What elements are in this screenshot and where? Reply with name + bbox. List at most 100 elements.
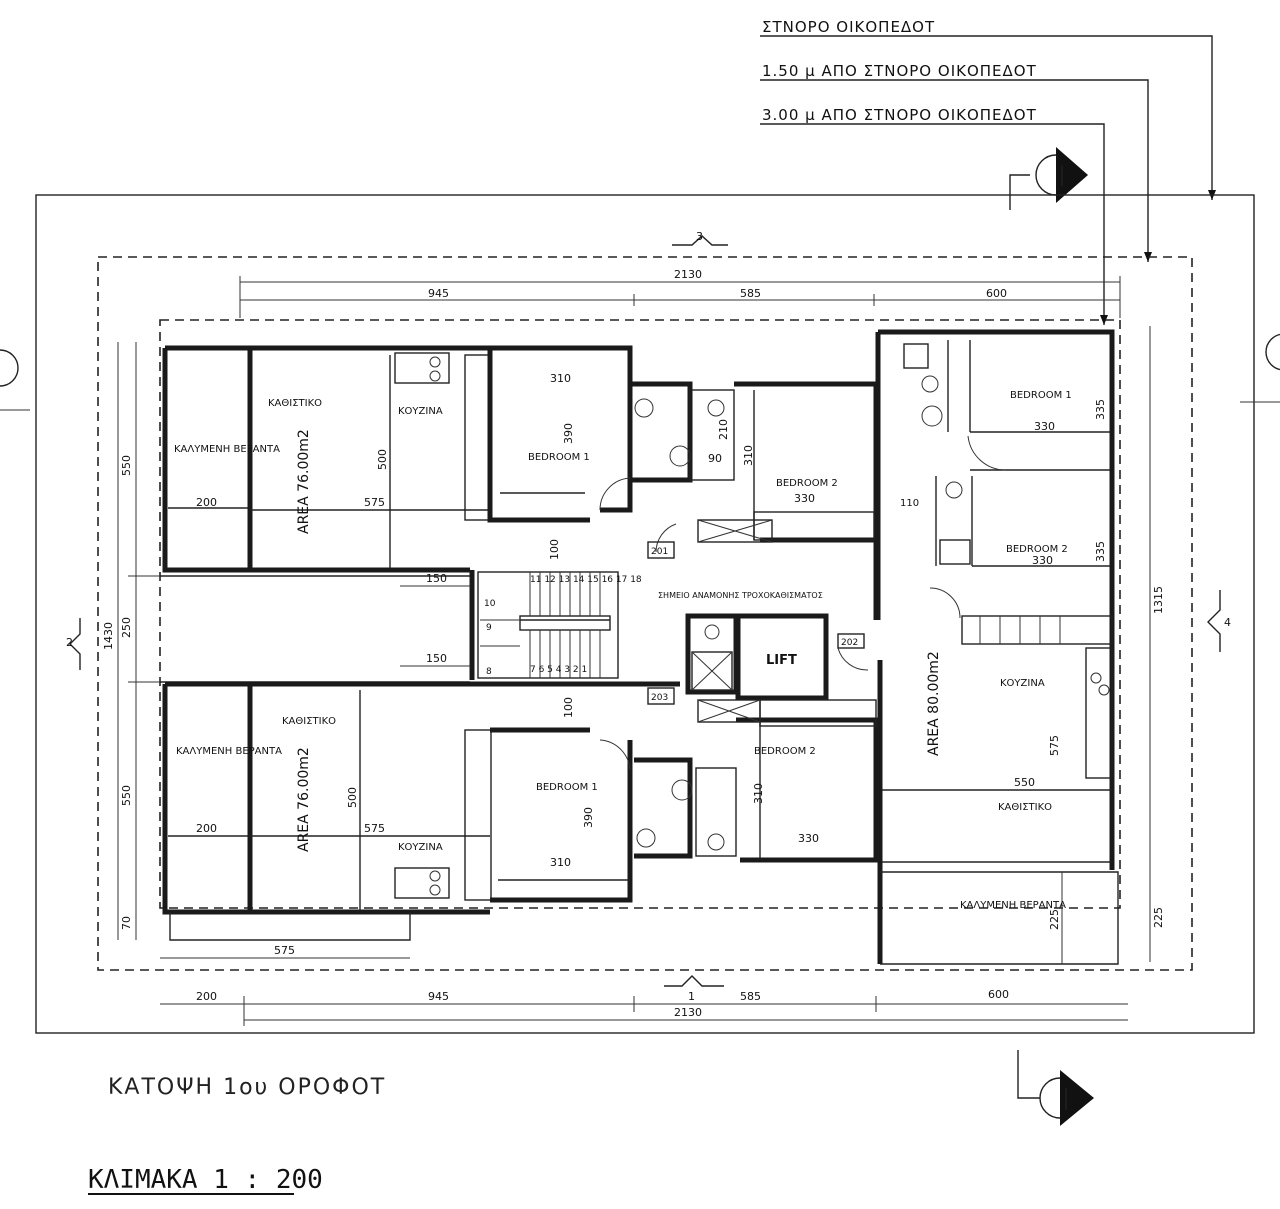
dimension-top: 2130 945 585 600 <box>239 268 1121 318</box>
svg-text:110: 110 <box>900 498 919 509</box>
wheelchair-area-label: ΣΗΜΕΙΟ ΑΝΑΜΟΝΗΣ ΤΡΟΧΟΚΑΘΙΣΜΑΤΟΣ <box>658 591 823 600</box>
drawing-title: ΚΑΤΟΨΗ 1ου ΟΡΟΦΟΤ <box>108 1075 386 1100</box>
svg-text:330: 330 <box>1034 420 1055 433</box>
setback-150 <box>97 256 1193 971</box>
core-stair-lift: 150 150 11 12 13 14 15 16 17 18 7 6 5 4 … <box>160 523 879 701</box>
apartment-bottom-left: ΚΑΛΥΜΕΝΗ ΒΕΡΑΝΤΑ ΚΑΘΙΣΤΙΚΟ ΚΟΥΖΙΝΑ AREA … <box>162 681 879 941</box>
dimension-bottom: 575 200 945 585 600 2130 <box>160 944 1128 1026</box>
svg-text:310: 310 <box>550 372 571 385</box>
svg-text:330: 330 <box>794 492 815 505</box>
svg-text:575: 575 <box>274 944 295 957</box>
svg-text:150: 150 <box>426 652 447 665</box>
section-marker-bottom: 1 <box>664 975 724 1003</box>
section-marker-right: 4 <box>1207 590 1231 652</box>
svg-text:100: 100 <box>548 539 561 560</box>
svg-text:310: 310 <box>742 445 755 466</box>
svg-text:4: 4 <box>1224 616 1231 629</box>
svg-text:200: 200 <box>196 822 217 835</box>
svg-text:600: 600 <box>988 988 1009 1001</box>
svg-text:575: 575 <box>364 496 385 509</box>
svg-text:90: 90 <box>708 452 722 465</box>
apartment-top-left: ΚΑΛΥΜΕΝΗ ΒΕΡΑΝΤΑ ΚΑΘΙΣΤΙΚΟ ΚΟΥΖΙΝΑ AREA … <box>162 345 879 573</box>
svg-text:945: 945 <box>428 287 449 300</box>
area-label: AREA 76.00m2 <box>296 429 312 534</box>
svg-text:550: 550 <box>120 455 133 476</box>
svg-text:575: 575 <box>1048 735 1061 756</box>
svg-text:225: 225 <box>1048 909 1061 930</box>
svg-text:70: 70 <box>120 916 133 930</box>
setback-300 <box>159 319 1121 909</box>
svg-text:3: 3 <box>696 230 703 243</box>
svg-text:225: 225 <box>1152 907 1165 928</box>
svg-text:310: 310 <box>752 783 765 804</box>
bedroom2-label: BEDROOM 2 <box>1006 544 1068 555</box>
svg-text:100: 100 <box>562 697 575 718</box>
veranda-label: ΚΑΛΥΜΕΝΗ ΒΕΡΑΝΤΑ <box>176 746 282 757</box>
living-label: ΚΑΘΙΣΤΙΚΟ <box>998 802 1052 813</box>
kitchen-label: ΚΟΥΖΙΝΑ <box>1000 678 1045 689</box>
section-marker-left: 2 <box>66 618 81 670</box>
svg-text:9: 9 <box>486 623 492 633</box>
svg-text:200: 200 <box>196 990 217 1003</box>
svg-text:10: 10 <box>484 599 496 609</box>
area-label: AREA 80.00m2 <box>926 651 942 756</box>
svg-text:390: 390 <box>562 423 575 444</box>
svg-text:2: 2 <box>66 636 73 649</box>
scale-label: ΚΛΙΜΑΚΑ 1 : 200 <box>88 1165 323 1195</box>
living-label: ΚΑΘΙΣΤΙΚΟ <box>282 716 336 727</box>
svg-text:202: 202 <box>841 638 858 648</box>
svg-text:550: 550 <box>1014 776 1035 789</box>
svg-text:330: 330 <box>798 832 819 845</box>
note-offset-300: 3.00 μ ΑΠΟ ΣΤΝΟΡΟ ΟΙΚΟΠΕΔΟΤ <box>762 106 1037 124</box>
north-arrow-bottom <box>1017 1050 1094 1126</box>
bedroom2-label: BEDROOM 2 <box>754 746 816 757</box>
kitchen-label: ΚΟΥΖΙΝΑ <box>398 406 443 417</box>
stair-steps <box>480 572 601 678</box>
svg-text:945: 945 <box>428 990 449 1003</box>
svg-text:2130: 2130 <box>674 268 702 281</box>
svg-text:201: 201 <box>651 547 668 557</box>
svg-text:310: 310 <box>550 856 571 869</box>
svg-text:1: 1 <box>688 990 695 1003</box>
svg-text:575: 575 <box>364 822 385 835</box>
plot-boundary <box>35 194 1255 1034</box>
dimension-left: 550 250 550 1430 70 <box>102 342 160 940</box>
svg-text:210: 210 <box>717 419 730 440</box>
svg-text:1430: 1430 <box>102 622 115 650</box>
svg-text:2130: 2130 <box>674 1006 702 1019</box>
svg-text:600: 600 <box>986 287 1007 300</box>
bedroom2-label: BEDROOM 2 <box>776 478 838 489</box>
svg-text:11 12 13 14 15 16 17 18: 11 12 13 14 15 16 17 18 <box>530 575 642 585</box>
apartment-right: BEDROOM 1 330 335 BEDROOM 2 330 335 110 … <box>875 329 1119 965</box>
lift-label: LIFT <box>766 653 797 668</box>
svg-text:200: 200 <box>196 496 217 509</box>
kitchen-label: ΚΟΥΖΙΝΑ <box>398 842 443 853</box>
area-label: AREA 76.00m2 <box>296 747 312 852</box>
svg-text:150: 150 <box>426 572 447 585</box>
section-marker-top: 3 <box>672 230 728 246</box>
note-boundary: ΣΤΝΟΡΟ ΟΙΚΟΠΕΔΟΤ <box>762 18 935 36</box>
svg-text:550: 550 <box>120 785 133 806</box>
svg-text:335: 335 <box>1094 399 1107 420</box>
bedroom1-label: BEDROOM 1 <box>1010 390 1072 401</box>
note-offset-150: 1.50 μ ΑΠΟ ΣΤΝΟΡΟ ΟΙΚΟΠΕΔΟΤ <box>762 62 1037 80</box>
boundary-notes: ΣΤΝΟΡΟ ΟΙΚΟΠΕΔΟΤ 1.50 μ ΑΠΟ ΣΤΝΟΡΟ ΟΙΚΟΠ… <box>760 18 1216 325</box>
svg-text:585: 585 <box>740 990 761 1003</box>
bedroom1-label: BEDROOM 1 <box>528 452 590 463</box>
svg-text:335: 335 <box>1094 541 1107 562</box>
svg-text:390: 390 <box>582 807 595 828</box>
dimension-right: 1315 225 <box>1149 326 1165 962</box>
svg-text:7 6 5 4 3 2 1: 7 6 5 4 3 2 1 <box>530 665 587 675</box>
edge-section-circles <box>0 333 1280 411</box>
svg-text:330: 330 <box>1032 554 1053 567</box>
svg-text:8: 8 <box>486 667 492 677</box>
veranda-label: ΚΑΛΥΜΕΝΗ ΒΕΡΑΝΤΑ <box>960 900 1066 911</box>
living-label: ΚΑΘΙΣΤΙΚΟ <box>268 398 322 409</box>
svg-text:500: 500 <box>346 787 359 808</box>
north-arrow-top <box>1009 147 1088 210</box>
svg-text:250: 250 <box>120 617 133 638</box>
svg-text:585: 585 <box>740 287 761 300</box>
veranda-label: ΚΑΛΥΜΕΝΗ ΒΕΡΑΝΤΑ <box>174 444 280 455</box>
svg-text:203: 203 <box>651 693 668 703</box>
